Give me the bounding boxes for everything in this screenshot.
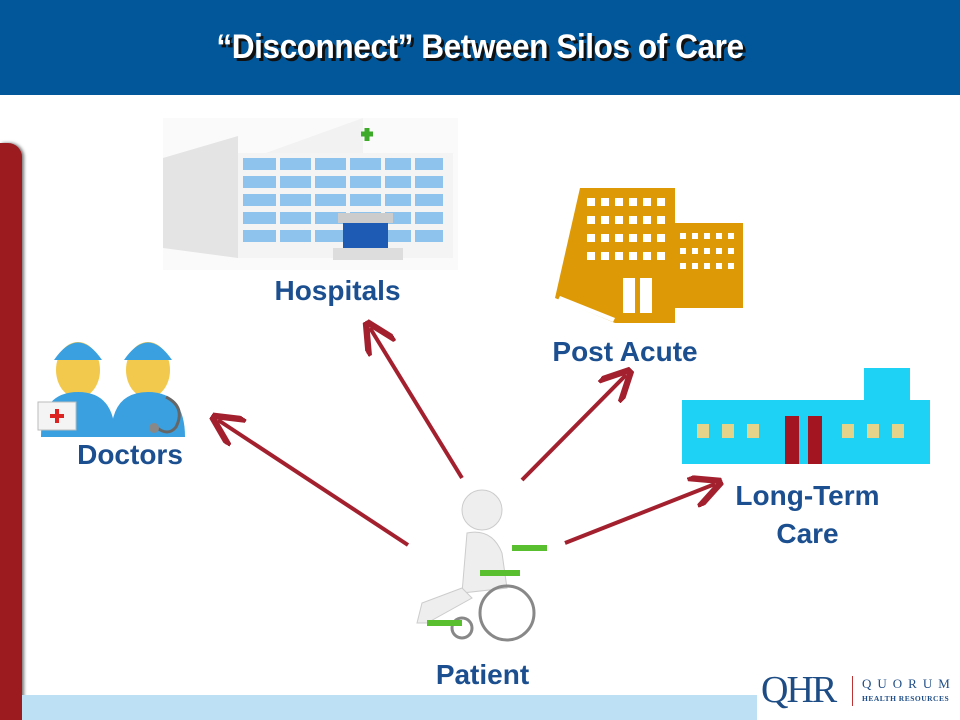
arrow-to-post-acute xyxy=(520,375,626,482)
patient-label: Patient xyxy=(435,659,530,690)
logo-mark: QHR xyxy=(761,669,837,711)
title-bar: “Disconnect” Between Silos of Care xyxy=(0,0,960,95)
long-term-care-line2: Care xyxy=(776,518,839,549)
post-acute-building-icon xyxy=(555,188,743,323)
long-term-care-building-icon xyxy=(682,368,930,464)
arrow-to-long-term-care xyxy=(564,484,715,545)
arrow-to-doctors xyxy=(218,420,410,547)
long-term-care-line1: Long-Term xyxy=(735,480,880,511)
logo-subtitle: HEALTH RESOURCES xyxy=(862,694,950,703)
hospital-icon xyxy=(163,118,458,270)
qhr-logo: QHR QUORUM HEALTH RESOURCES xyxy=(757,668,957,713)
hospitals-label: Hospitals xyxy=(274,275,401,306)
patient-wheelchair-icon xyxy=(416,489,547,642)
doctors-label: Doctors xyxy=(77,439,183,470)
long-term-care-label: Long-Term Care xyxy=(705,477,910,553)
logo-divider xyxy=(852,676,853,706)
doctors-icon xyxy=(37,342,185,437)
arrow-to-hospitals xyxy=(370,328,464,480)
accent-bar xyxy=(0,143,22,720)
footer-band xyxy=(22,695,757,720)
slide-title: “Disconnect” Between Silos of Care xyxy=(216,28,744,66)
post-acute-label: Post Acute xyxy=(552,336,698,367)
logo-name: QUORUM xyxy=(862,676,956,691)
